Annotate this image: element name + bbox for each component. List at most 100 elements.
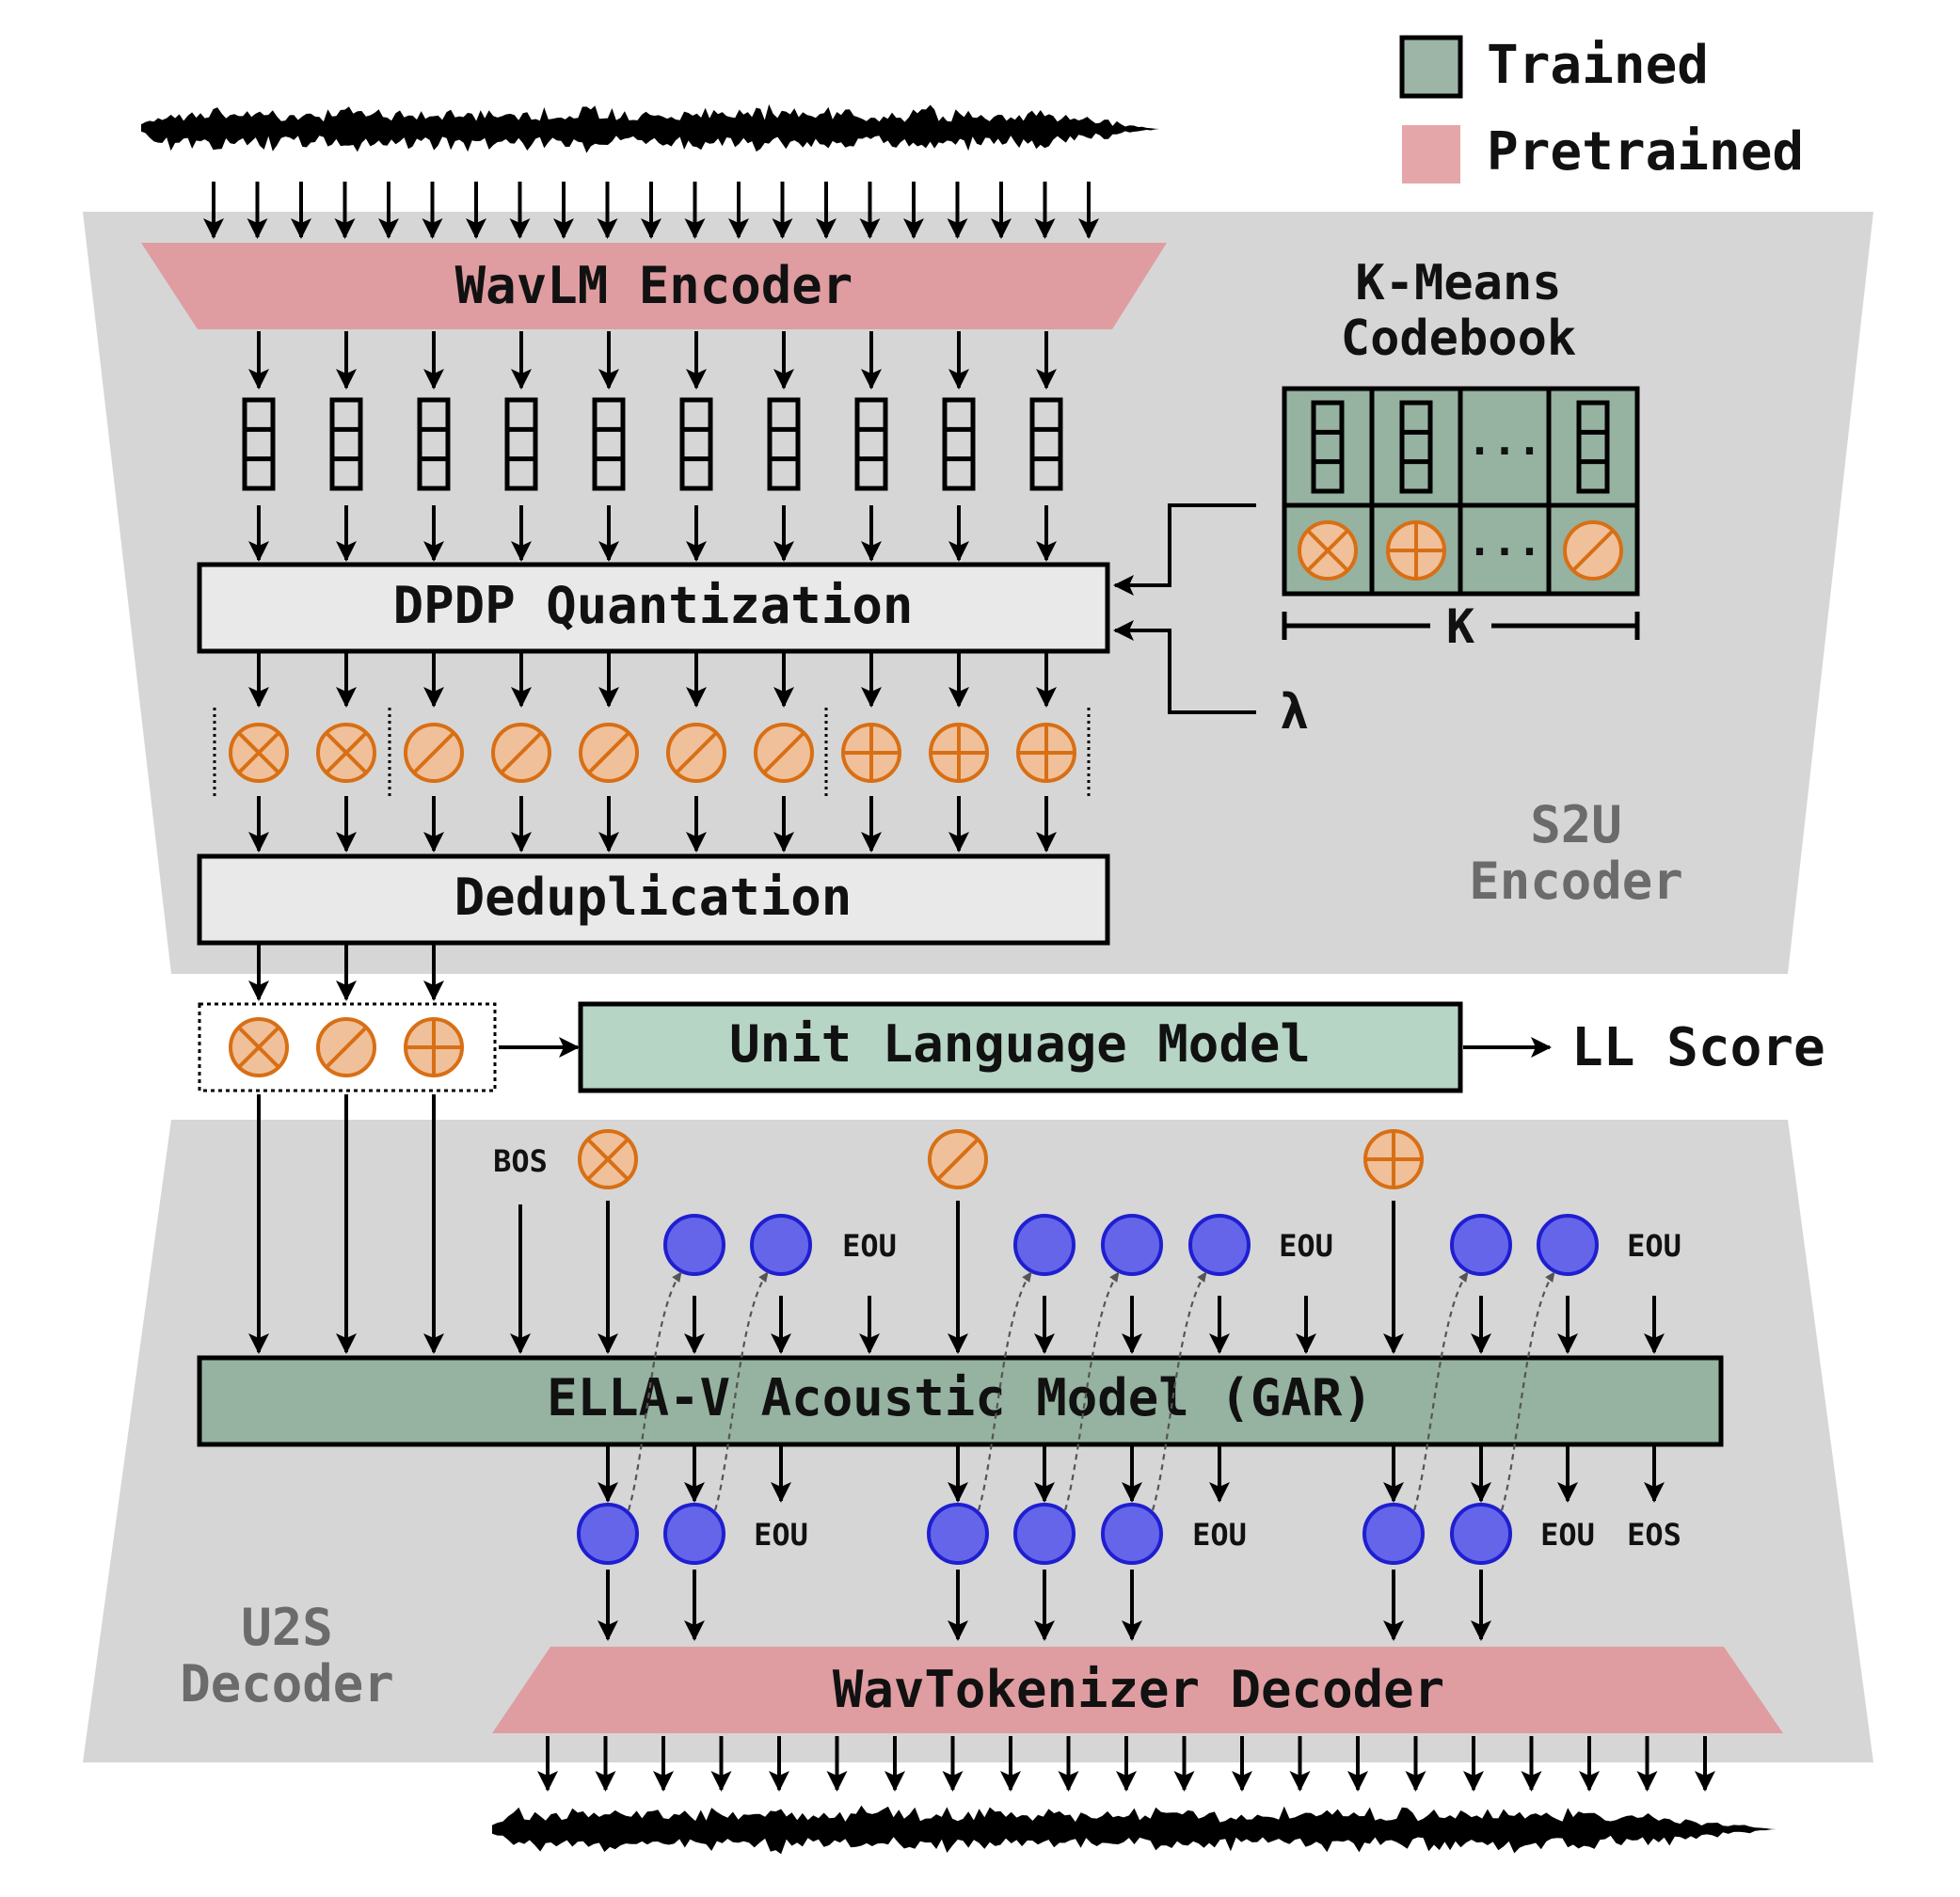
feature-vector-icon xyxy=(767,397,801,491)
unit-slash-icon xyxy=(404,723,464,783)
acoustic-token-icon xyxy=(1101,1214,1163,1276)
codebook-title-line2: Codebook xyxy=(1341,311,1576,367)
acoustic-token-icon xyxy=(1450,1503,1512,1565)
unit-cross-icon xyxy=(316,723,376,783)
input-waveform xyxy=(141,104,1159,153)
unit-language-model-block xyxy=(578,1001,1463,1093)
unit-plus-icon xyxy=(841,723,901,783)
unit-slash-icon xyxy=(491,723,551,783)
input-arrows xyxy=(203,182,1099,239)
dpdp-quantization-block xyxy=(197,562,1110,654)
autoregressive-feedback-arrow xyxy=(627,1271,682,1511)
autoregressive-feedback-arrow xyxy=(1500,1271,1555,1511)
feature-vector-icon xyxy=(592,397,626,491)
output-waveform xyxy=(492,1805,1777,1855)
feature-vector-icon xyxy=(679,397,713,491)
eou-label: EOU xyxy=(1627,1228,1681,1264)
dpdp-quantization-label: DPDP Quantization xyxy=(393,576,914,635)
quantized-units xyxy=(213,653,1091,853)
unit-plus-icon xyxy=(929,723,989,783)
unit-cross-icon xyxy=(229,723,289,783)
acoustic-token-icon xyxy=(663,1503,725,1565)
codebook-unit-plus-icon xyxy=(1386,520,1446,581)
codebook-unit-cross-icon xyxy=(1298,520,1358,581)
u2s-label-line2: Decoder xyxy=(180,1654,394,1714)
wavlm-encoder-label: WavLM Encoder xyxy=(455,256,853,315)
ll-score-label: LL Score xyxy=(1571,1017,1825,1078)
unit-language-model-label: Unit Language Model xyxy=(729,1014,1311,1074)
dedup-units-box xyxy=(198,1002,497,1092)
acoustic-token-icon xyxy=(1101,1503,1163,1565)
s2u-label-line2: Encoder xyxy=(1469,852,1683,911)
acoustic-model-outputs: EOU EOU EOU EOS xyxy=(577,1271,1681,1641)
autoregressive-feedback-arrow xyxy=(713,1271,769,1511)
acoustic-token-icon xyxy=(1188,1214,1251,1276)
unit-slash-icon xyxy=(754,723,814,783)
legend: Trained Pretrained xyxy=(1399,35,1804,183)
acoustic-token-icon xyxy=(750,1214,812,1276)
unit-slash-icon xyxy=(666,723,726,783)
wavtokenizer-decoder-label: WavTokenizer Decoder xyxy=(833,1660,1444,1719)
codebook-k-label: K xyxy=(1446,599,1474,654)
ella-v-acoustic-model-label: ELLA-V Acoustic Model (GAR) xyxy=(547,1368,1373,1427)
eou-output-label: EOU xyxy=(1192,1517,1247,1553)
codebook-ellipsis-top: ... xyxy=(1467,417,1541,465)
codebook-to-dpdp-arrow xyxy=(1113,503,1256,596)
legend-trained-swatch xyxy=(1399,35,1463,99)
legend-trained-label: Trained xyxy=(1487,35,1709,96)
acoustic-token-icon xyxy=(1450,1214,1512,1276)
s2u-label-line1: S2U xyxy=(1530,795,1622,854)
codebook-vector-icon xyxy=(1576,400,1610,494)
acoustic-token-icon xyxy=(577,1503,639,1565)
lambda-to-dpdp-arrow xyxy=(1113,620,1256,714)
eou-label: EOU xyxy=(1279,1228,1333,1264)
kmeans-codebook: K-Means Codebook ... ... K xyxy=(1282,255,1640,654)
acoustic-token-icon xyxy=(1362,1503,1425,1565)
feature-vector-icon xyxy=(242,397,276,491)
wavlm-encoder-block xyxy=(141,243,1167,329)
feature-vector-icon xyxy=(329,397,363,491)
feature-vector-icon xyxy=(1029,397,1063,491)
unit-plus-icon xyxy=(1016,723,1076,783)
codebook-title-line1: K-Means xyxy=(1355,255,1561,311)
eou-label: EOU xyxy=(842,1228,897,1264)
feature-vector-icon xyxy=(942,397,976,491)
eou-output-label: EOU xyxy=(1540,1517,1595,1553)
deduplication-block xyxy=(197,853,1110,946)
acoustic-model-inputs: BOS EOU EOU EOU xyxy=(248,1094,1681,1354)
eos-label: EOS xyxy=(1627,1517,1681,1553)
feature-vector-icon xyxy=(854,397,888,491)
dedup-unit-slash-icon xyxy=(316,1017,376,1077)
decoder-unit-plus-icon xyxy=(1363,1129,1424,1189)
wavtokenizer-decoder-block xyxy=(492,1647,1783,1733)
acoustic-token-icon xyxy=(663,1214,725,1276)
dedup-unit-cross-icon xyxy=(229,1017,289,1077)
decoder-unit-cross-icon xyxy=(578,1129,638,1189)
acoustic-token-icon xyxy=(1013,1214,1076,1276)
decoder-unit-slash-icon xyxy=(928,1129,988,1189)
codebook-ellipsis-bottom: ... xyxy=(1467,518,1541,566)
autoregressive-feedback-arrow xyxy=(1412,1271,1469,1511)
feature-vector-icon xyxy=(504,397,538,491)
deduplicated-units xyxy=(229,945,464,1077)
u2s-label-line1: U2S xyxy=(241,1598,333,1657)
legend-pretrained-label: Pretrained xyxy=(1487,121,1804,183)
unit-slash-icon xyxy=(579,723,639,783)
bos-label: BOS xyxy=(493,1143,548,1179)
codebook-vector-icon xyxy=(1311,400,1345,494)
ella-v-acoustic-model-block xyxy=(197,1355,1724,1447)
acoustic-token-icon xyxy=(1537,1214,1599,1276)
deduplication-label: Deduplication xyxy=(454,868,853,927)
acoustic-token-icon xyxy=(1013,1503,1076,1565)
lambda-label: λ xyxy=(1280,684,1309,741)
autoregressive-feedback-arrow xyxy=(977,1271,1032,1511)
eou-output-label: EOU xyxy=(754,1517,808,1553)
feature-vector-icon xyxy=(417,397,451,491)
output-arrows xyxy=(537,1736,1715,1792)
codebook-unit-slash-icon xyxy=(1563,520,1623,581)
autoregressive-feedback-arrow xyxy=(1151,1271,1207,1511)
legend-pretrained-swatch xyxy=(1402,125,1460,183)
autoregressive-feedback-arrow xyxy=(1063,1271,1120,1511)
codebook-vector-icon xyxy=(1399,400,1433,494)
